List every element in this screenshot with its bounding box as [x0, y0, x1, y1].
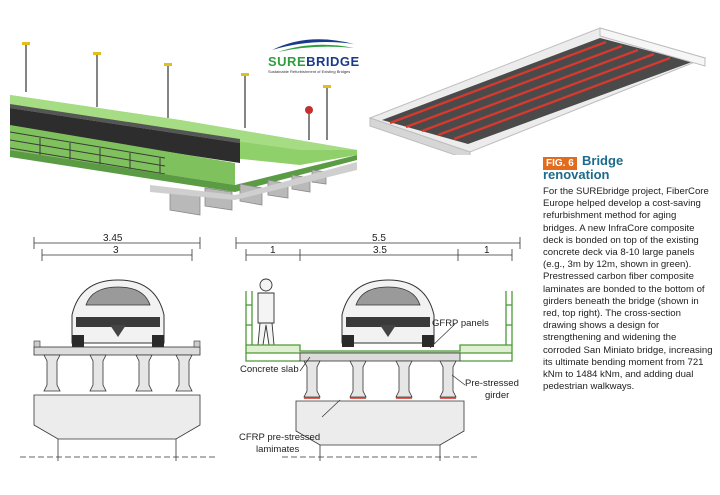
- surebridge-logo-swoosh: [272, 39, 354, 52]
- figure-caption: For the SUREbridge project, FiberCore Eu…: [543, 186, 713, 393]
- concrete-slab: [299, 352, 461, 362]
- figure-title-line2: renovation: [543, 167, 610, 182]
- car-right: [341, 279, 435, 347]
- dim-right-outer: 5.5: [372, 233, 386, 244]
- figure-tag: FIG. 6: [543, 157, 577, 170]
- label-cfrp-line2: lamimates: [256, 444, 300, 455]
- railing: [9, 131, 166, 175]
- logo-wordmark: SUREBRIDGE: [268, 54, 360, 69]
- label-prestressed-girder-line2: girder: [485, 390, 510, 401]
- road-sign-icon: [305, 106, 313, 114]
- label-concrete-slab: Concrete slab: [240, 364, 299, 375]
- carbon-laminates: [389, 40, 671, 141]
- pedestrian-figure: [257, 278, 275, 346]
- label-cfrp-line1: CFRP pre-stressed: [239, 432, 321, 443]
- deck-underside-rendering: [368, 27, 707, 155]
- left-girders: [43, 354, 193, 392]
- dim-left-outer: 3.45: [103, 233, 123, 244]
- label-gfrp-panels: GFRP panels: [432, 318, 489, 329]
- logo-tagline: Sustainable Refurbishment of Existing Br…: [268, 69, 351, 74]
- bridge-deck-rendering: [9, 42, 357, 216]
- right-girders: [303, 360, 457, 398]
- cross-section-drawing: [20, 237, 521, 461]
- leader-lines: [299, 323, 466, 418]
- lamp-posts: [22, 42, 331, 140]
- dim-right-mid: 3.5: [373, 245, 387, 256]
- dim-right-right: 1: [484, 245, 490, 256]
- right-dimension-lines: [235, 237, 521, 261]
- label-prestressed-girder-line1: Pre-stressed: [465, 378, 519, 389]
- dim-left-inner: 3: [113, 245, 119, 256]
- figure-title: Bridge: [582, 153, 624, 168]
- left-dimension-lines: [33, 237, 201, 261]
- dim-right-left: 1: [270, 245, 276, 256]
- car-left: [71, 279, 165, 347]
